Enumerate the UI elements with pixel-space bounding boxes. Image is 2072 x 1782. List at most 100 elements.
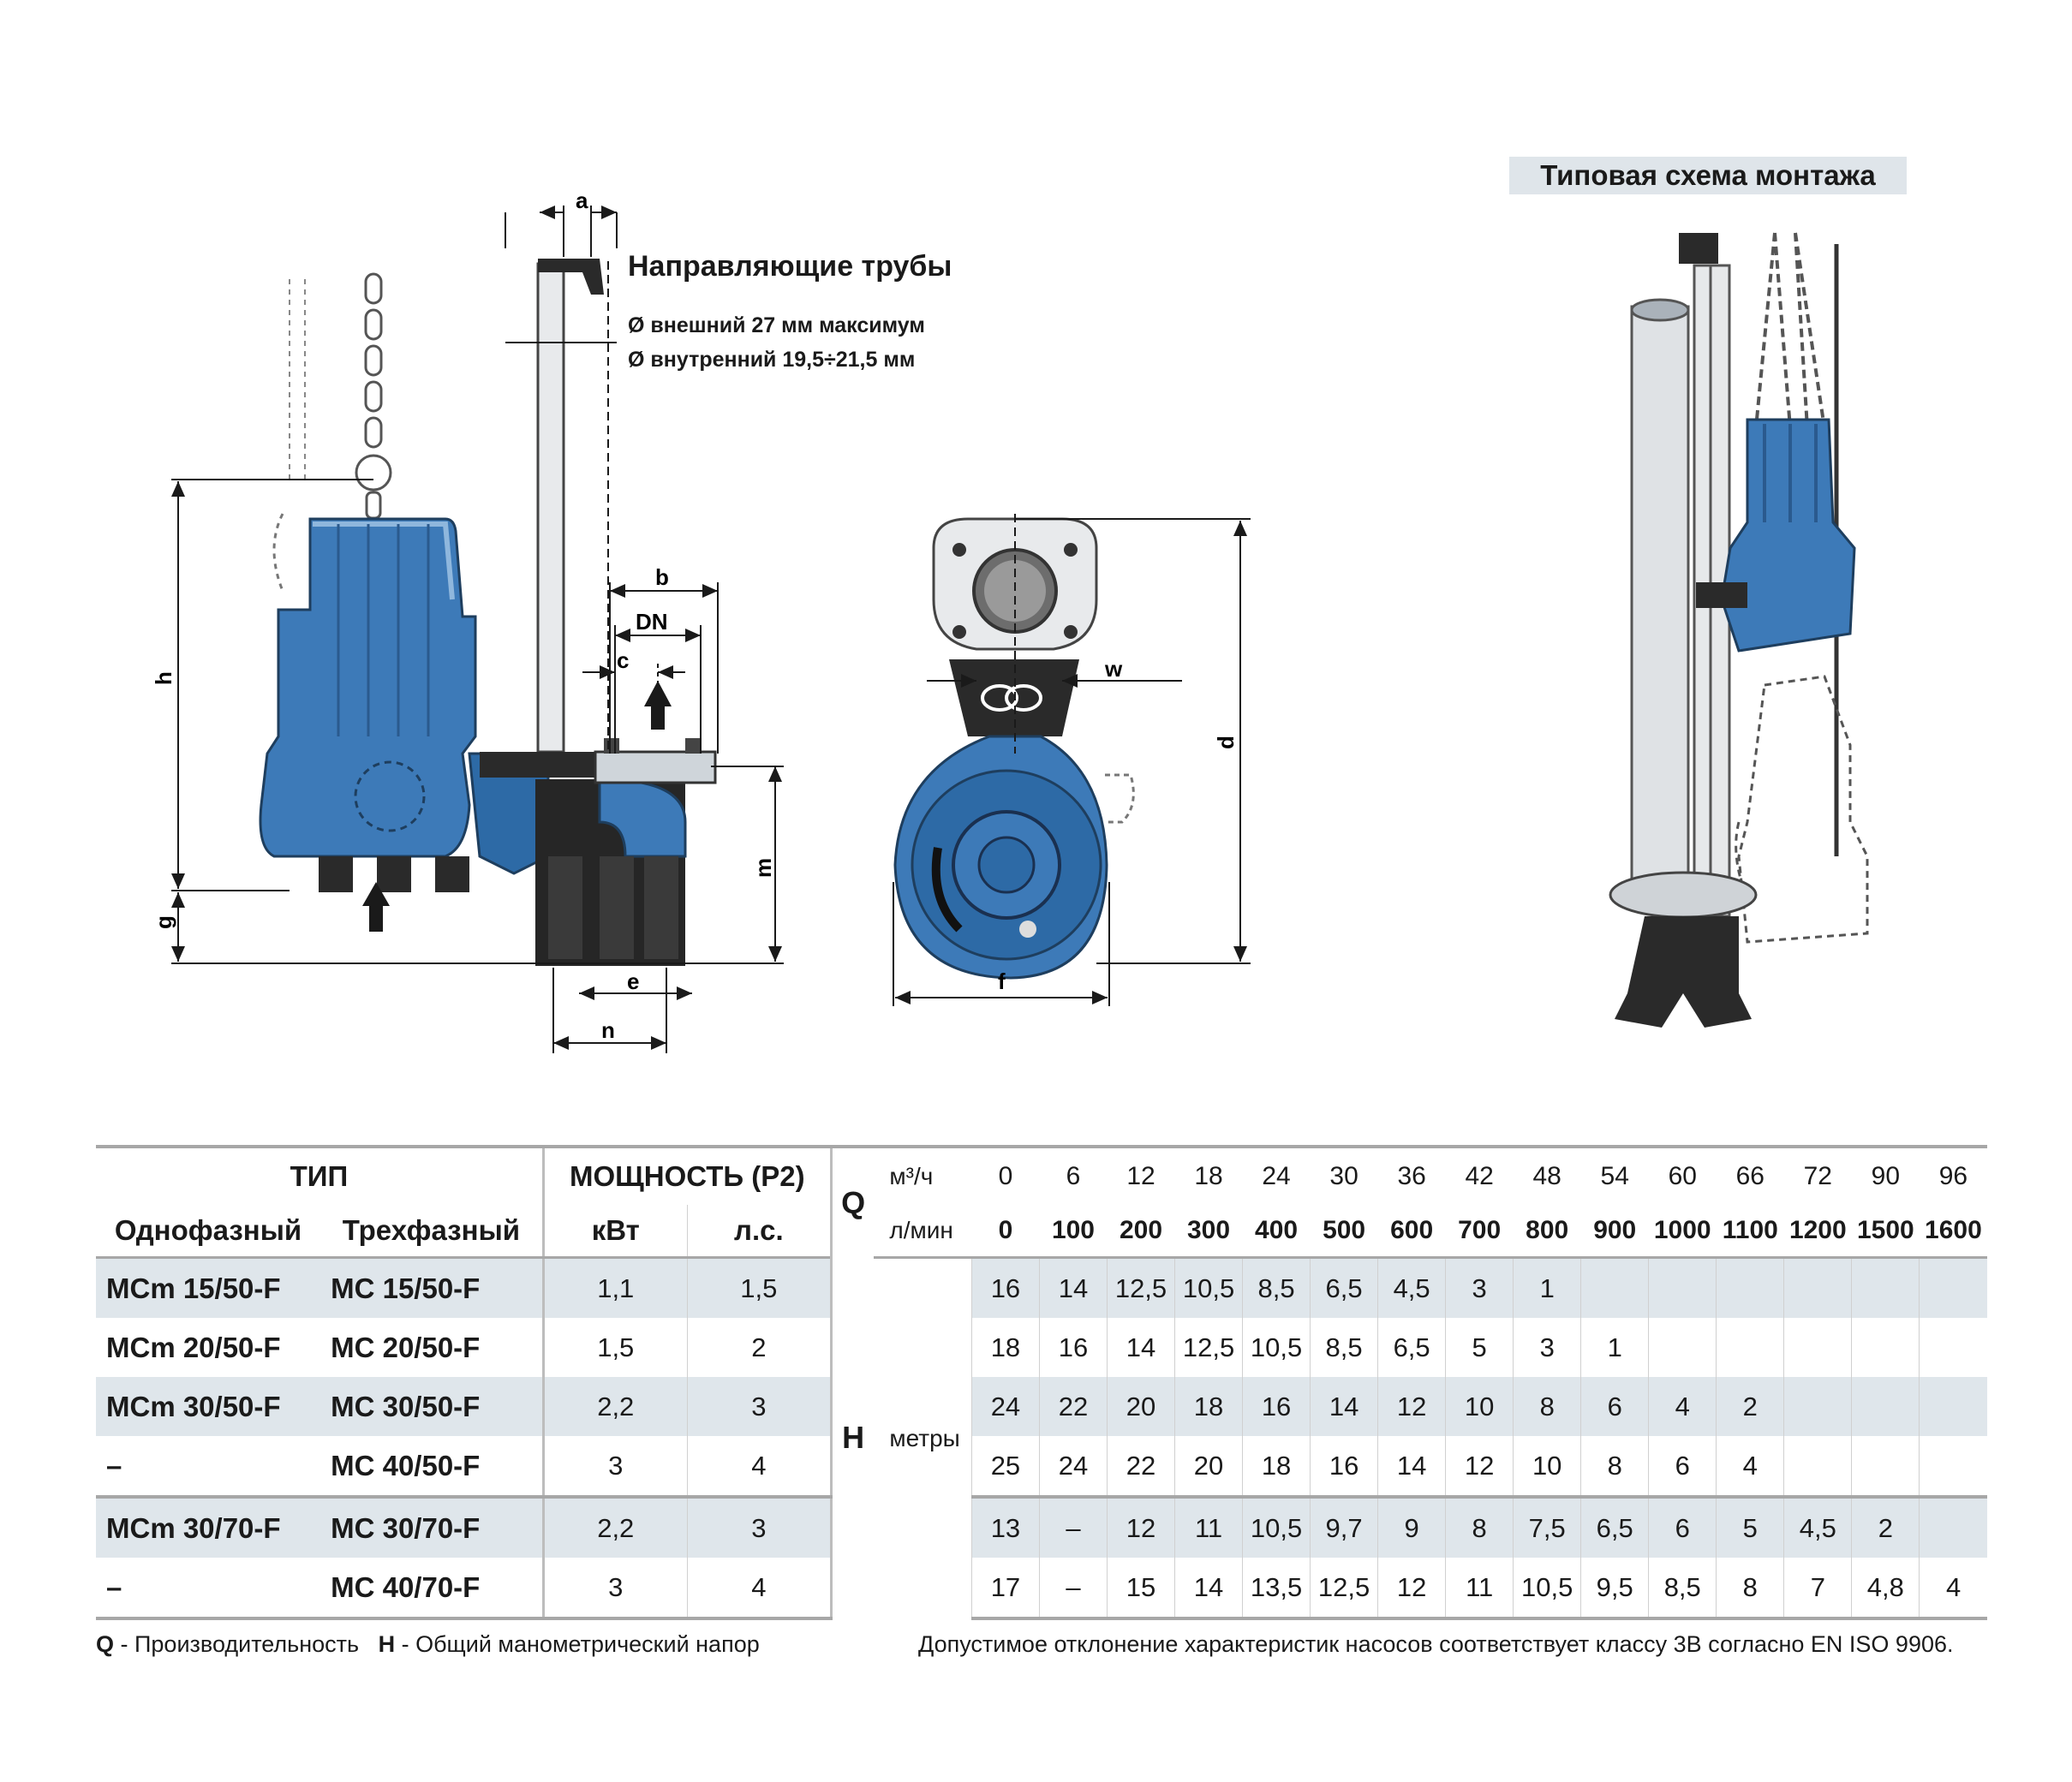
h-letter: H <box>829 1257 875 1618</box>
head-value: 16 <box>970 1257 1040 1318</box>
head-value: 2 <box>1716 1377 1784 1436</box>
pump-front-view <box>893 517 1135 980</box>
installation-scheme <box>1609 232 1869 1028</box>
head-value: 1 <box>1580 1318 1649 1377</box>
head-value: 16 <box>1038 1318 1108 1377</box>
head-value: 8,5 <box>1242 1257 1311 1318</box>
inner-diameter-label: Ø внутренний 19,5÷21,5 мм <box>628 348 916 372</box>
head-value: 18 <box>970 1318 1040 1377</box>
dimension-lines-front <box>893 514 1251 1006</box>
head-value: 9,7 <box>1310 1495 1378 1558</box>
head-value: 14 <box>1377 1436 1446 1497</box>
model-three-phase: MC 40/50-F <box>331 1449 481 1481</box>
q-m3h: 90 <box>1851 1145 1920 1205</box>
q-m3h: 48 <box>1513 1145 1581 1205</box>
legend-q-letter: Q <box>96 1631 115 1657</box>
head-value: 6,5 <box>1580 1495 1649 1558</box>
q-lmin: 400 <box>1242 1205 1311 1259</box>
header-single-phase: Однофазный <box>96 1205 321 1259</box>
q-lmin: 300 <box>1174 1205 1243 1259</box>
head-value: 18 <box>1242 1436 1311 1497</box>
head-value: 14 <box>1038 1257 1108 1318</box>
head-value: 4 <box>1648 1377 1717 1436</box>
head-value: 3 <box>1445 1257 1514 1318</box>
q-m3h: 12 <box>1107 1145 1175 1205</box>
head-value: 6 <box>1648 1495 1717 1558</box>
q-lmin: 1500 <box>1851 1205 1920 1259</box>
head-value: 6,5 <box>1377 1318 1446 1377</box>
performance-table: ТИП МОЩНОСТЬ (P2) Q м³/ч 0 6 12 18 24 30… <box>96 1145 1987 1620</box>
model-single-phase: MCm 20/50-F <box>106 1331 281 1363</box>
head-value: 9,5 <box>1580 1558 1649 1620</box>
head-value: 4,5 <box>1377 1257 1446 1318</box>
head-value: 15 <box>1106 1558 1175 1620</box>
header-m3h-unit: м³/ч <box>874 1145 972 1205</box>
head-value <box>1783 1436 1852 1497</box>
head-value: 9 <box>1377 1495 1446 1558</box>
header-kw: кВт <box>541 1205 688 1259</box>
head-value: 20 <box>1174 1436 1243 1497</box>
q-m3h: 30 <box>1310 1145 1378 1205</box>
head-value <box>1919 1257 1987 1318</box>
q-m3h: 0 <box>971 1145 1040 1205</box>
pump-side-view <box>259 259 717 966</box>
q-lmin: 700 <box>1445 1205 1514 1259</box>
model-three-phase: MC 40/70-F <box>320 1558 544 1620</box>
head-value: 6 <box>1648 1436 1717 1497</box>
dim-e: e <box>627 968 639 994</box>
q-lmin: 900 <box>1580 1205 1649 1259</box>
head-value: 24 <box>970 1377 1040 1436</box>
head-value <box>1919 1436 1987 1497</box>
head-value <box>1851 1257 1920 1318</box>
head-value: 22 <box>1038 1377 1108 1436</box>
dim-g: g <box>151 915 176 929</box>
legend-h-letter: H <box>378 1631 396 1657</box>
header-q-letter: Q <box>829 1145 875 1258</box>
power-hp: 1,5 <box>686 1257 832 1318</box>
head-value: 7 <box>1783 1558 1852 1620</box>
head-value <box>1919 1318 1987 1377</box>
head-value: 3 <box>1513 1318 1581 1377</box>
model-single-phase: MCm 30/70-F <box>96 1495 321 1558</box>
q-lmin: 500 <box>1310 1205 1378 1259</box>
power-kw: 3 <box>541 1558 688 1620</box>
head-value: – <box>1038 1495 1108 1558</box>
header-power: МОЩНОСТЬ (P2) <box>541 1145 832 1205</box>
head-value: 8,5 <box>1310 1318 1378 1377</box>
q-lmin: 1100 <box>1716 1205 1784 1259</box>
head-value <box>1851 1436 1920 1497</box>
head-value: 18 <box>1174 1377 1243 1436</box>
head-value: 8,5 <box>1648 1558 1717 1620</box>
power-kw: 2,2 <box>541 1377 688 1436</box>
model-single-phase: MCm 15/50-F <box>96 1257 321 1318</box>
q-m3h: 60 <box>1648 1145 1717 1205</box>
head-value: 4,8 <box>1851 1558 1920 1620</box>
head-value: 6 <box>1580 1377 1649 1436</box>
header-type: ТИП <box>96 1145 544 1205</box>
installation-scheme-title: Типовая схема монтажа <box>1509 157 1907 194</box>
head-value: 14 <box>1174 1558 1243 1620</box>
power-kw: 3 <box>541 1436 688 1497</box>
head-value: 10,5 <box>1242 1318 1311 1377</box>
power-hp: 4 <box>686 1558 832 1620</box>
q-lmin: 600 <box>1377 1205 1446 1259</box>
head-value: 10,5 <box>1174 1257 1243 1318</box>
q-m3h: 36 <box>1377 1145 1446 1205</box>
model-three-phase: MC 30/70-F <box>320 1495 544 1558</box>
head-value: 12,5 <box>1310 1558 1378 1620</box>
q-m3h: 66 <box>1716 1145 1784 1205</box>
dim-b: b <box>655 564 669 590</box>
dim-n: n <box>601 1017 615 1043</box>
q-m3h: 24 <box>1242 1145 1311 1205</box>
dim-d: d <box>1213 736 1239 749</box>
head-value: 4 <box>1716 1436 1784 1497</box>
head-value: 25 <box>970 1436 1040 1497</box>
header-lmin-unit: л/мин <box>874 1205 972 1259</box>
head-value: 7,5 <box>1513 1495 1581 1558</box>
model-three-phase: MC 20/50-F <box>331 1331 481 1363</box>
